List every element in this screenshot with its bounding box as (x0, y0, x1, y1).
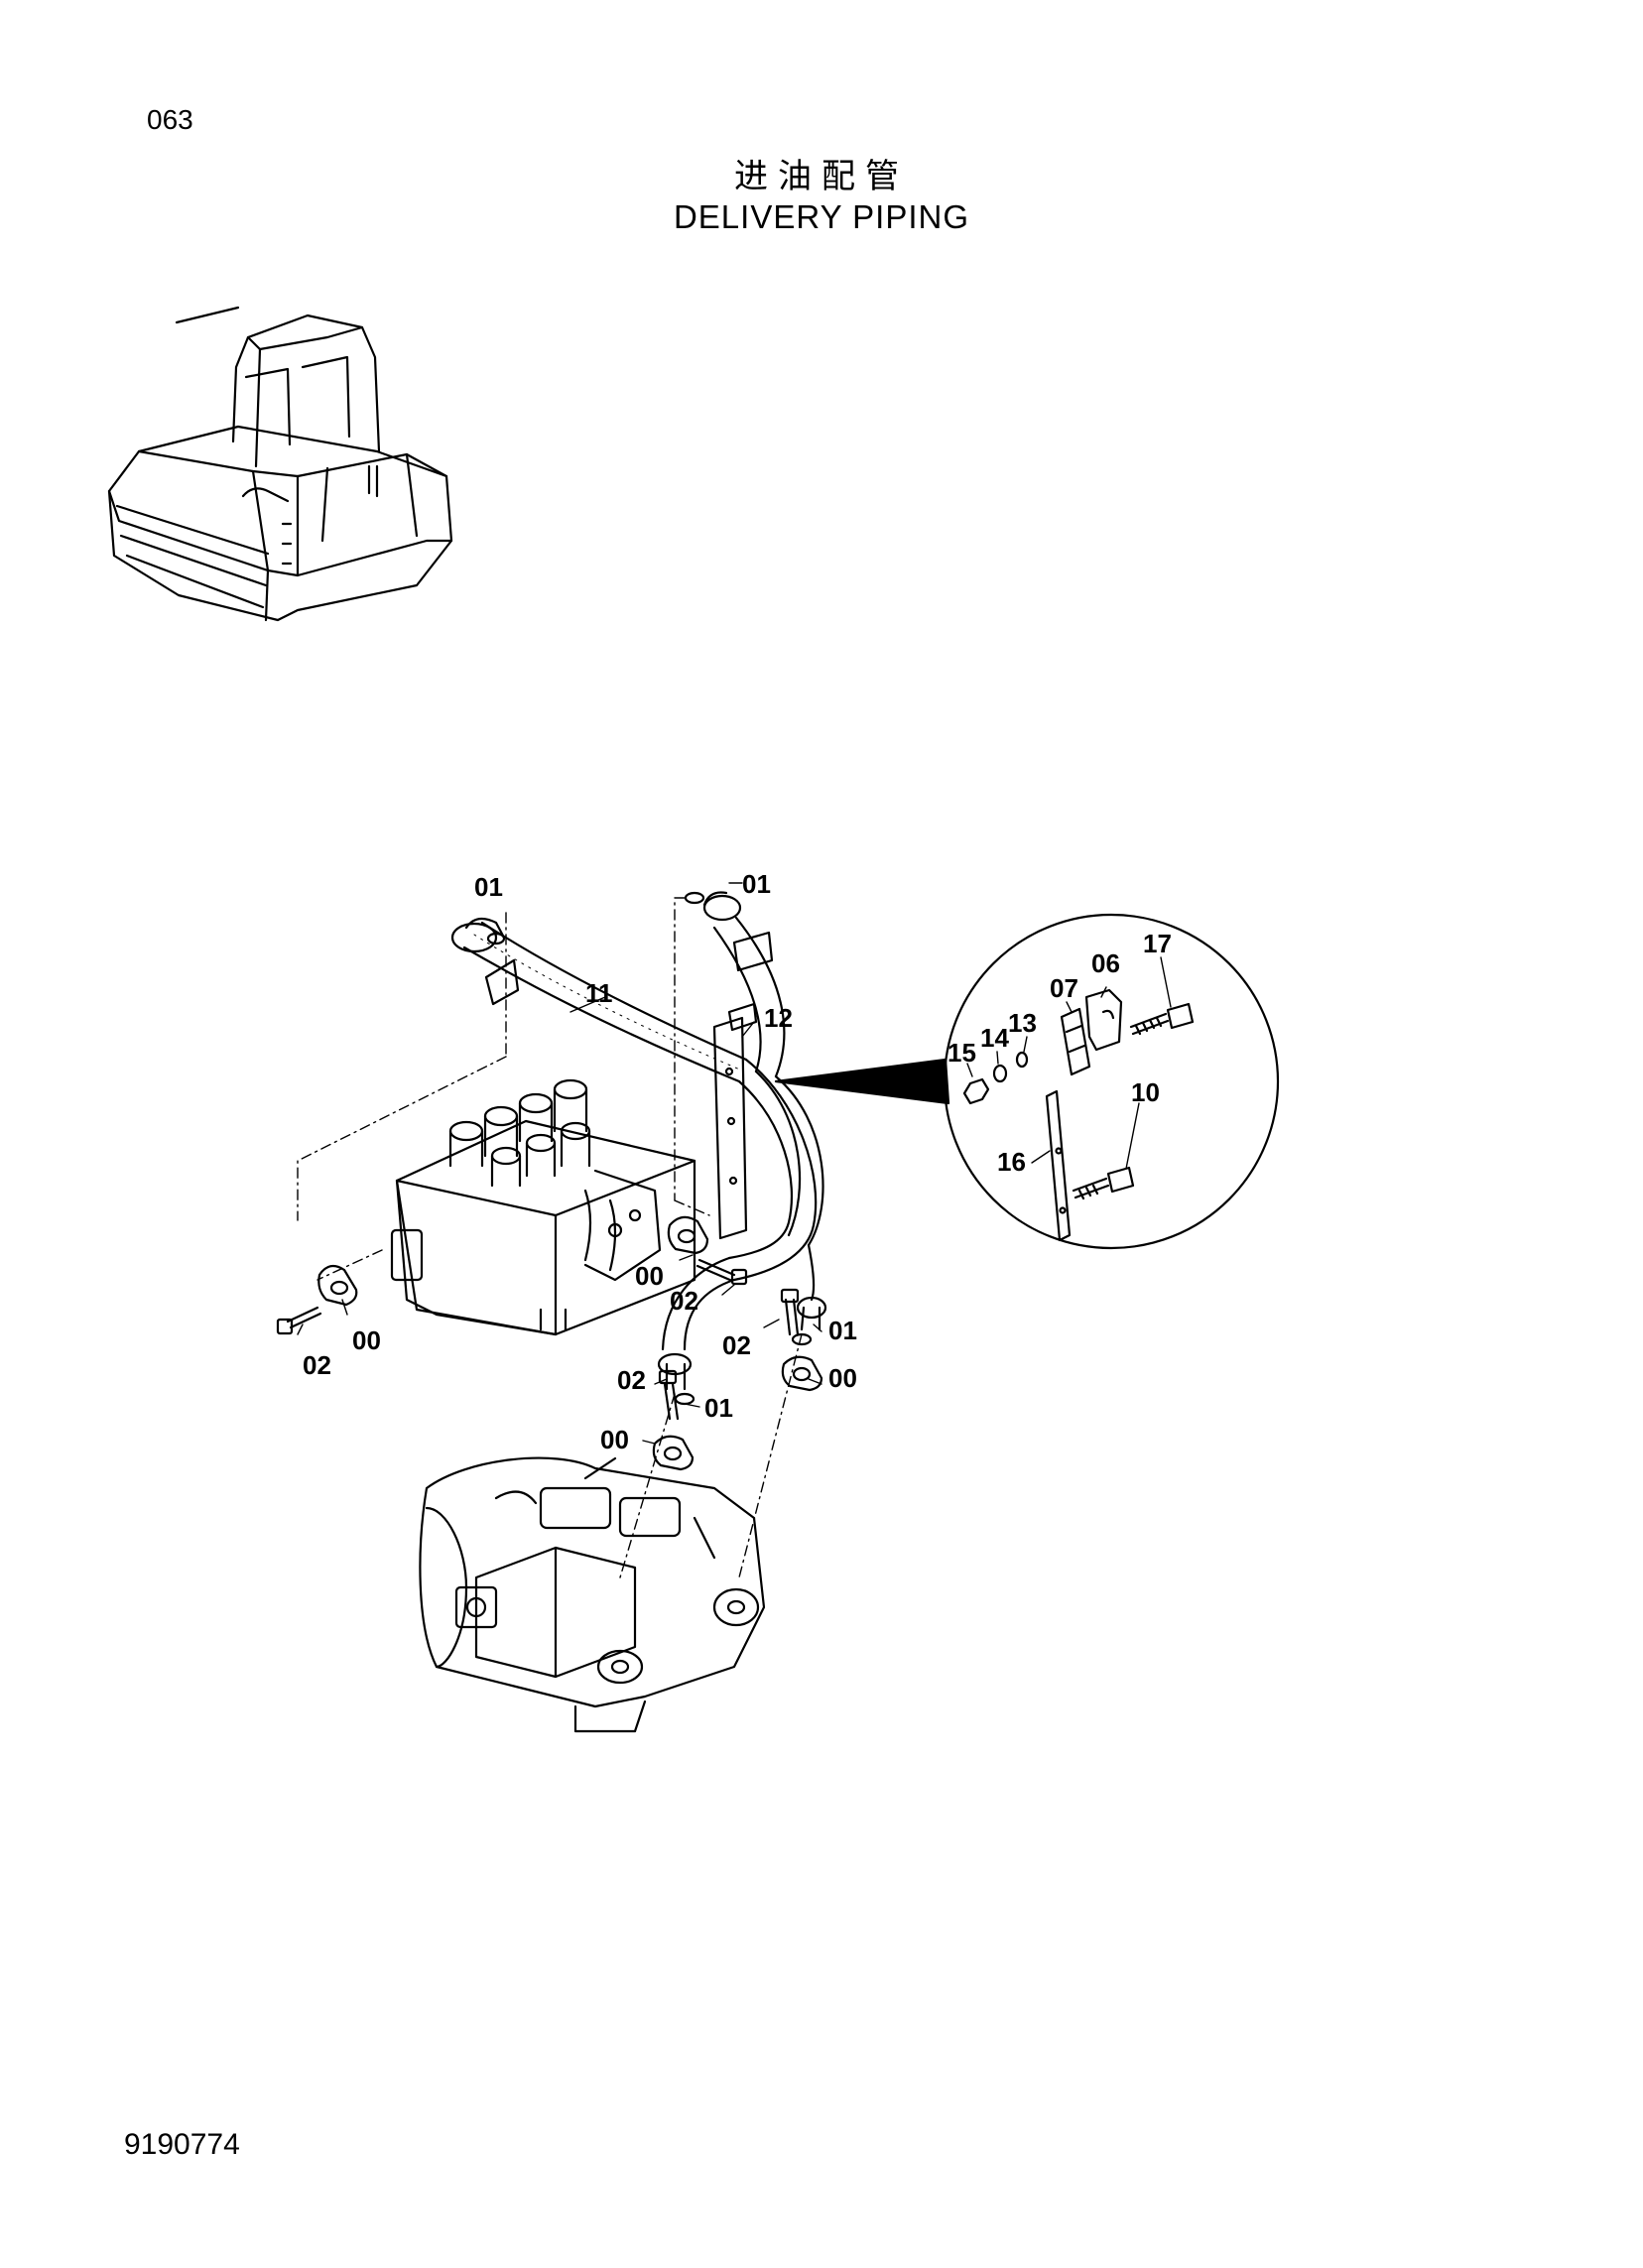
o-rings (486, 891, 813, 1406)
part-label-02: 02 (670, 1286, 698, 1316)
part-label-13: 13 (1008, 1008, 1037, 1038)
page-title: DELIVERY PIPING (673, 198, 970, 235)
page-number: 063 (147, 104, 193, 135)
page-title-chinese: 进油配管 (734, 157, 909, 196)
part-label-11: 11 (585, 978, 613, 1008)
document-number: 9190774 (124, 2128, 240, 2161)
hose-clamp-bracket (712, 1002, 758, 1240)
part-label-02: 02 (617, 1365, 646, 1395)
clamp-detail-inset (774, 913, 1280, 1250)
excavator-locator-illustration (107, 306, 453, 622)
part-labels: 01 01 11 12 17 06 07 13 14 15 10 16 00 0… (303, 869, 1172, 1454)
control-valve-illustration (390, 1078, 696, 1336)
part-label-01: 01 (742, 869, 771, 899)
part-label-01: 01 (828, 1316, 857, 1345)
part-label-01: 01 (474, 872, 503, 902)
part-label-16: 16 (997, 1147, 1026, 1177)
hydraulic-pump-illustration (419, 1456, 766, 1733)
leader-lines (297, 897, 803, 1578)
part-label-02: 02 (722, 1330, 751, 1360)
bolts (276, 1258, 800, 1421)
part-label-06: 06 (1091, 948, 1120, 978)
part-label-07: 07 (1050, 973, 1078, 1003)
delivery-hoses (450, 891, 827, 1391)
label-leader-lines (297, 882, 822, 1445)
part-label-02: 02 (303, 1350, 331, 1380)
part-label-10: 10 (1131, 1077, 1160, 1107)
split-flanges (317, 1215, 823, 1471)
part-label-15: 15 (948, 1038, 976, 1068)
part-label-01: 01 (704, 1393, 733, 1423)
detail-leader-lines (966, 956, 1172, 1170)
part-label-14: 14 (980, 1023, 1009, 1053)
part-label-12: 12 (764, 1003, 793, 1033)
part-label-17: 17 (1143, 929, 1172, 958)
part-label-00: 00 (635, 1261, 664, 1291)
part-label-00: 00 (828, 1363, 857, 1393)
part-label-00: 00 (352, 1325, 381, 1355)
part-label-00: 00 (600, 1425, 629, 1454)
